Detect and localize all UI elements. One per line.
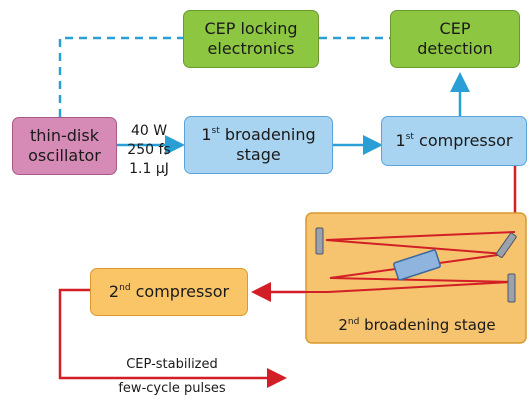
multipass-beam: [305, 231, 516, 293]
broadening2-stage-box: [305, 212, 527, 344]
laser-duration: 250 fs: [127, 141, 171, 158]
oscillator-line1: thin-disk: [30, 126, 99, 146]
output-line2: few-cycle pulses: [118, 380, 226, 396]
cep-locking-line2: electronics: [207, 39, 295, 58]
compressor2-label: 2nd compressor: [109, 282, 229, 302]
cep-locking-line1: CEP locking: [204, 19, 298, 39]
compressor1-ordinal-suffix: st: [405, 132, 414, 143]
output-label: CEP-stabilized few-cycle pulses: [92, 356, 252, 397]
laser-energy: 1.1 µJ: [129, 160, 169, 177]
broadening1-ordinal-suffix: st: [211, 126, 220, 137]
compressor1-word: compressor: [419, 131, 513, 151]
laser-parameters: 40 W 250 fs 1.1 µJ: [118, 122, 180, 179]
output-line1: CEP-stabilized: [126, 357, 218, 372]
compressor1-label: 1st compressor: [396, 131, 513, 151]
cep-detection-box: CEP detection: [390, 10, 520, 68]
compressor2-word: compressor: [135, 282, 230, 302]
broadening2-word: broadening stage: [364, 316, 496, 334]
broadening1-line1: 1st broadening: [201, 125, 315, 145]
thin-disk-oscillator-box: thin-disk oscillator: [12, 117, 117, 175]
beam-compressor2-to-output: [58, 288, 287, 388]
broadening1-ordinal: 1: [201, 125, 212, 145]
mirror-right-top: [496, 232, 517, 258]
nonlinear-crystal: [393, 249, 441, 281]
broadening1-box: 1st broadening stage: [184, 116, 333, 174]
cep-locking-electronics-box: CEP locking electronics: [183, 10, 319, 68]
compressor2-box: 2nd compressor: [90, 268, 248, 316]
compressor2-ordinal-suffix: nd: [119, 283, 131, 294]
cep-detection-line2: detection: [417, 39, 493, 58]
broadening2-label: 2nd broadening stage: [308, 316, 526, 335]
broadening1-word: broadening: [224, 125, 316, 145]
broadening2-ordinal: 2: [338, 316, 348, 334]
laser-power: 40 W: [130, 123, 168, 139]
compressor1-box: 1st compressor: [381, 116, 527, 166]
cep-detection-line1: CEP: [439, 19, 471, 39]
compressor2-ordinal: 2: [108, 282, 120, 302]
mirror-right-bottom: [507, 273, 516, 303]
mirror-left: [315, 227, 324, 255]
compressor1-ordinal: 1: [395, 131, 406, 151]
feedback-dashed-line: [58, 36, 183, 117]
oscillator-line2: oscillator: [28, 146, 101, 165]
broadening1-line2: stage: [236, 145, 281, 164]
broadening2-ordinal-suffix: nd: [347, 317, 360, 327]
